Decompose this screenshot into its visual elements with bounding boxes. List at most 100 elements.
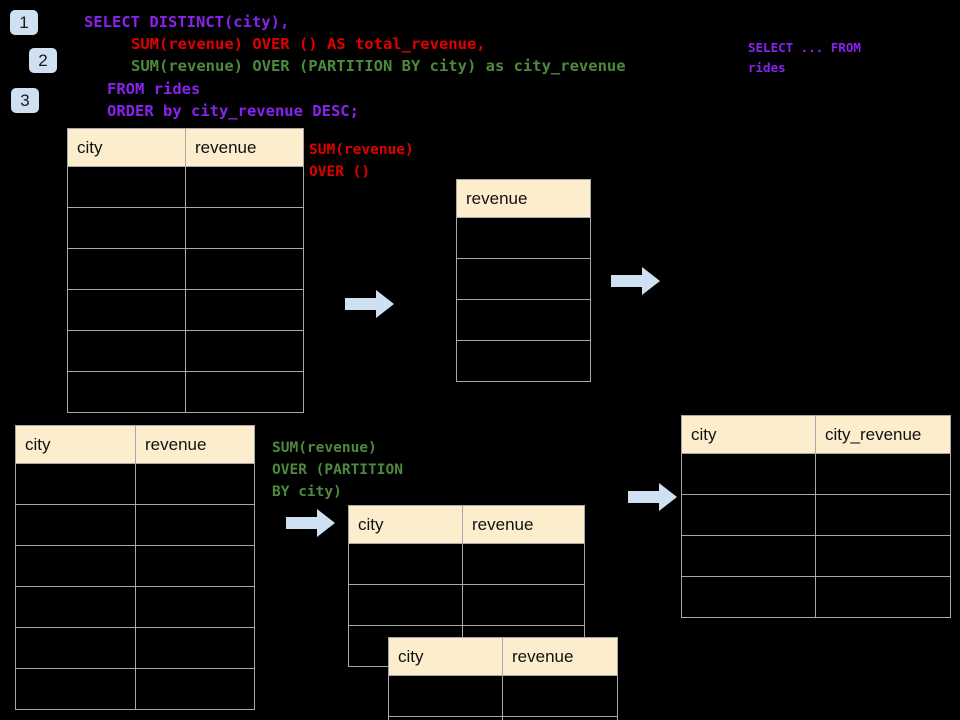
sql-line-select-distinct: SELECT DISTINCT(city), <box>84 13 290 31</box>
cell-revenue <box>185 166 304 208</box>
cell-city <box>15 627 136 669</box>
cell-city-revenue <box>815 576 951 618</box>
cell-city <box>15 668 136 710</box>
table-row <box>15 463 255 505</box>
cell-revenue <box>456 299 591 341</box>
column-header-city: city <box>388 637 503 676</box>
cell-city <box>67 289 186 331</box>
column-header-revenue: revenue <box>185 128 304 167</box>
table-header-row: city revenue <box>388 637 618 676</box>
cell-city <box>681 453 816 495</box>
table-row <box>681 494 951 536</box>
column-header-city: city <box>67 128 186 167</box>
cell-revenue <box>185 330 304 372</box>
cell-city <box>15 545 136 587</box>
cell-city <box>67 207 186 249</box>
cell-city <box>67 330 186 372</box>
table-row <box>681 453 951 495</box>
table-row <box>67 289 304 331</box>
cell-revenue <box>456 340 591 382</box>
arrow-total-to-result <box>611 267 660 295</box>
cell-city <box>67 248 186 290</box>
column-header-city: city <box>15 425 136 464</box>
table-row <box>681 535 951 577</box>
cell-revenue <box>135 668 255 710</box>
table-row <box>67 248 304 290</box>
table-header-row: city revenue <box>15 425 255 464</box>
cell-revenue <box>185 248 304 290</box>
cell-revenue <box>135 463 255 505</box>
cell-revenue <box>135 586 255 628</box>
sql-line-from-rides: FROM rides <box>107 80 201 98</box>
column-header-city: city <box>681 415 816 454</box>
table-partition-front: city revenue <box>388 637 618 720</box>
cell-revenue <box>135 545 255 587</box>
table-row <box>67 371 304 413</box>
table-row <box>681 576 951 618</box>
cell-revenue <box>456 258 591 300</box>
cell-city <box>388 716 503 720</box>
cell-revenue <box>135 627 255 669</box>
sql-line-sum-over-empty: SUM(revenue) OVER () AS total_revenue, <box>131 35 486 53</box>
table-row <box>15 504 255 546</box>
step-badge-2[interactable]: 2 <box>29 48 57 73</box>
table-row <box>15 627 255 669</box>
arrow-source-to-total <box>345 290 394 318</box>
table-header-row: city revenue <box>348 505 585 544</box>
table-row <box>15 545 255 587</box>
table-row <box>67 207 304 249</box>
column-header-city-revenue: city_revenue <box>815 415 951 454</box>
annotation-sum-over-partition: SUM(revenue) OVER (PARTITION BY city) <box>272 440 403 500</box>
cell-city-revenue <box>815 494 951 536</box>
table-source-bottom: city revenue <box>15 425 255 710</box>
cell-city <box>681 535 816 577</box>
cell-revenue <box>502 716 618 720</box>
table-row <box>456 340 591 382</box>
table-row <box>348 584 585 626</box>
cell-city <box>15 463 136 505</box>
cell-revenue <box>185 371 304 413</box>
table-row <box>456 258 591 300</box>
cell-city <box>681 576 816 618</box>
sql-line-sum-over-partition: SUM(revenue) OVER (PARTITION BY city) as… <box>131 57 626 75</box>
annotation-select-from-rides: SELECT ... FROM rides <box>748 40 861 75</box>
column-header-revenue: revenue <box>462 505 585 544</box>
cell-city-revenue <box>815 535 951 577</box>
cell-revenue <box>135 504 255 546</box>
table-row <box>348 543 585 585</box>
cell-city <box>67 166 186 208</box>
cell-city <box>681 494 816 536</box>
table-row <box>15 668 255 710</box>
cell-city <box>67 371 186 413</box>
cell-city <box>15 586 136 628</box>
table-row <box>67 330 304 372</box>
column-header-revenue: revenue <box>502 637 618 676</box>
table-row <box>456 299 591 341</box>
cell-revenue <box>456 217 591 259</box>
annotation-sum-over-empty: SUM(revenue) OVER () <box>309 142 414 180</box>
table-row <box>388 716 618 720</box>
cell-city <box>348 584 463 626</box>
step-badge-1[interactable]: 1 <box>10 10 38 35</box>
column-header-city: city <box>348 505 463 544</box>
cell-city <box>388 675 503 717</box>
table-row <box>15 586 255 628</box>
cell-revenue <box>185 289 304 331</box>
table-header-row: city city_revenue <box>681 415 951 454</box>
sql-line-order-by: ORDER by city_revenue DESC; <box>107 102 359 120</box>
column-header-revenue: revenue <box>456 179 591 218</box>
cell-revenue <box>462 584 585 626</box>
cell-revenue <box>502 675 618 717</box>
arrow-source-to-partition <box>286 509 335 537</box>
table-result: city city_revenue <box>681 415 951 618</box>
cell-revenue <box>185 207 304 249</box>
table-total-revenue: revenue <box>456 179 591 382</box>
step-badge-3[interactable]: 3 <box>11 88 39 113</box>
column-header-revenue: revenue <box>135 425 255 464</box>
table-header-row: revenue <box>456 179 591 218</box>
arrow-partition-to-result <box>628 483 677 511</box>
table-row <box>456 217 591 259</box>
cell-city-revenue <box>815 453 951 495</box>
table-source-top: city revenue <box>67 128 304 413</box>
